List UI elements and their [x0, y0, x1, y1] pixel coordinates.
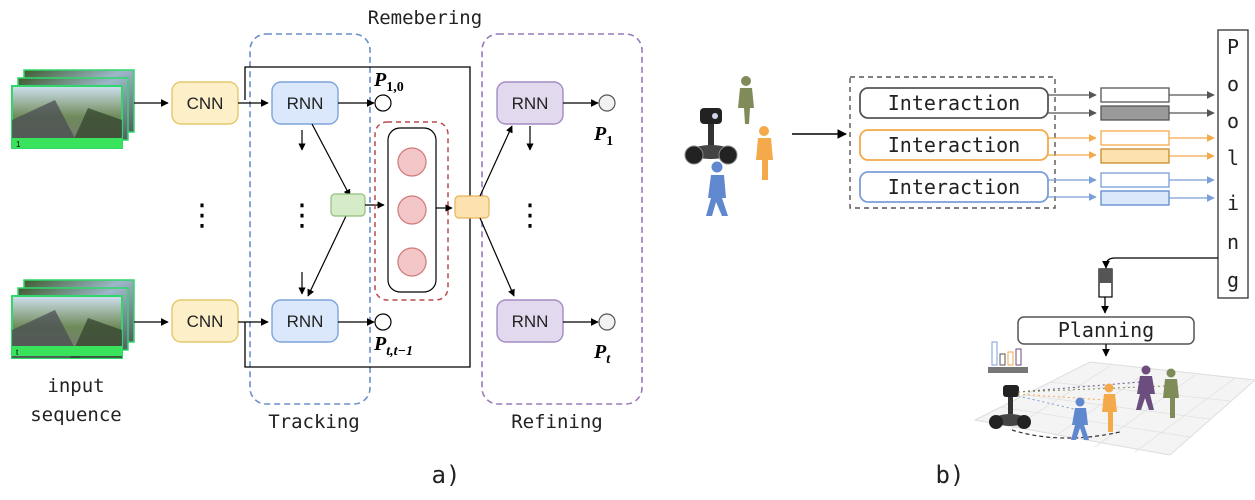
refining-label: Refining: [511, 411, 603, 433]
tracking-rnn-top: RNN: [271, 81, 339, 125]
pooling-letters: P o o l i n g: [1227, 35, 1239, 292]
fusion-block-orange: [454, 195, 490, 219]
robot-figure: [684, 108, 738, 165]
ellipsis-input: ⋮: [187, 199, 217, 232]
refining-rnn-label-bottom: RNN: [512, 312, 549, 331]
arrow-rnn-top-fusion: [311, 123, 351, 197]
pedestrian-olive: [738, 76, 754, 124]
pooling-block: [1217, 29, 1249, 299]
feature-blue-2: [1100, 190, 1170, 206]
tracking-rnn-label-top: RNN: [287, 94, 324, 113]
refining-rnn-label-top: RNN: [512, 94, 549, 113]
pooling-letter: l: [1227, 146, 1239, 170]
memory-cell-3: [397, 247, 427, 277]
panel-a: Remebering 1 t: [11, 7, 643, 489]
remembering-label: Remebering: [368, 7, 482, 29]
panel-b: Interaction Interaction Interaction: [684, 29, 1255, 489]
arrow-pool-vector: [1102, 257, 1218, 269]
arrow-fusion-rnn-bottom: [307, 215, 347, 297]
interaction-label-blue: Interaction: [888, 175, 1020, 199]
feature-orange-1: [1100, 130, 1170, 146]
frame-badge-t: t: [16, 348, 19, 357]
feature-gray-2: [1100, 105, 1170, 121]
interaction-group: [849, 76, 1056, 209]
label-pt: Pt: [593, 341, 611, 367]
ellipsis-refining: ⋮: [515, 199, 545, 232]
feature-gray-1: [1100, 87, 1170, 103]
planning-label: Planning: [1058, 318, 1154, 342]
pooling-letter: i: [1227, 191, 1239, 215]
cnn-block-bottom: CNN: [171, 299, 239, 343]
frame-badge-1: 1: [16, 140, 21, 149]
pooling-letter: o: [1227, 72, 1239, 96]
input-frame-stack-bottom: t: [11, 279, 135, 359]
input-label-line2: sequence: [30, 404, 122, 426]
arrow-orange-rnn-bottom: [479, 217, 515, 297]
feature-blue-1: [1100, 172, 1170, 188]
output-node-p10: [374, 94, 392, 112]
pedestrian-blue: [706, 161, 728, 216]
label-p1: P1: [593, 123, 613, 149]
interaction-label-orange: Interaction: [888, 133, 1020, 157]
interaction-block-gray: Interaction: [859, 87, 1049, 119]
cnn-block-top: CNN: [171, 81, 239, 125]
cnn-label-top: CNN: [187, 94, 224, 113]
pooling-letter: P: [1227, 35, 1239, 59]
pooling-letter: g: [1227, 268, 1239, 292]
caption-a: a): [432, 461, 461, 489]
memory-cell-1: [397, 147, 427, 177]
arrow-orange-rnn-top: [479, 125, 513, 197]
interaction-block-blue: Interaction: [859, 171, 1049, 203]
planning-block: Planning: [1017, 316, 1195, 345]
refining-rnn-bottom: RNN: [496, 299, 564, 343]
tracking-rnn-bottom: RNN: [271, 299, 339, 343]
tracking-label: Tracking: [268, 411, 360, 433]
pedestrian-orange: [756, 126, 773, 180]
interaction-label-gray: Interaction: [888, 91, 1020, 115]
feature-orange-2: [1100, 148, 1170, 164]
pooling-letter: o: [1227, 109, 1239, 133]
input-label-line1: input: [47, 375, 104, 397]
pooled-vector-fill: [1099, 269, 1112, 283]
fusion-block-green: [330, 193, 366, 217]
output-node-ptt: [374, 313, 392, 331]
memory-cell-2: [397, 195, 427, 225]
refining-rnn-top: RNN: [496, 81, 564, 125]
label-p10: P1,0: [373, 69, 404, 95]
ellipsis-tracking: ⋮: [287, 199, 317, 232]
refining-region: [481, 33, 643, 405]
label-ptt: Pt,t−1: [373, 333, 413, 359]
interaction-block-orange: Interaction: [859, 129, 1049, 161]
caption-b: b): [936, 461, 965, 489]
cnn-label-bottom: CNN: [187, 312, 224, 331]
output-node-pt: [598, 313, 616, 331]
input-frame-stack-top: 1: [11, 69, 135, 149]
tracking-region: [249, 33, 371, 405]
tracking-rnn-label-bottom: RNN: [287, 312, 324, 331]
output-node-p1: [598, 94, 616, 112]
planning-scene: [973, 341, 1255, 456]
pooling-letter: n: [1227, 230, 1239, 254]
